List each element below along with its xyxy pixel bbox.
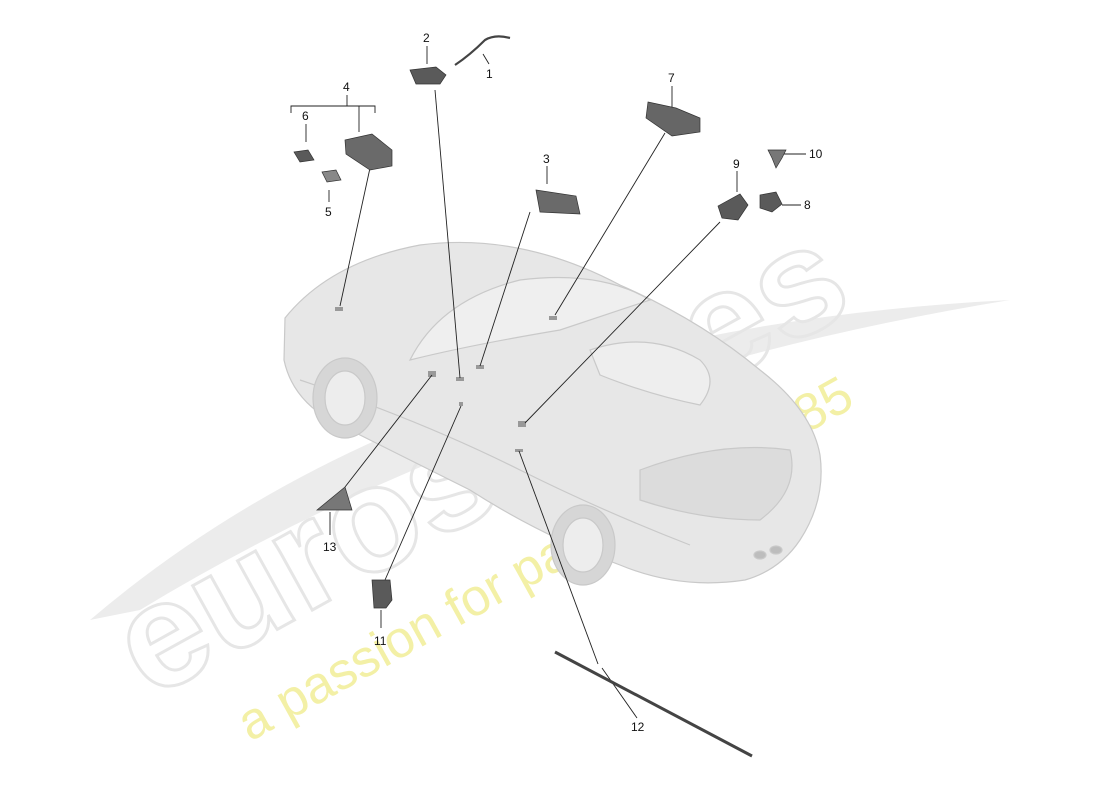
mount-point-3	[476, 365, 484, 369]
callout-3: 3	[543, 152, 550, 166]
callout-5: 5	[325, 205, 332, 219]
mount-point-9	[518, 421, 526, 427]
part-11-sensor	[371, 579, 393, 609]
part-13-trim	[316, 486, 353, 511]
leader-11-long	[384, 405, 462, 581]
part-6-clip	[293, 149, 315, 163]
leader-3-long	[479, 211, 531, 367]
leader-4-bracket	[290, 105, 376, 113]
mount-point-7	[549, 316, 557, 320]
exhaust-left	[753, 550, 767, 560]
part-7-module	[645, 101, 701, 137]
part-5-cover	[321, 169, 342, 183]
callout-9: 9	[733, 157, 740, 171]
car-body	[283, 241, 822, 586]
leader-12-long	[518, 450, 599, 665]
leader-4-long	[339, 167, 371, 307]
part-3-lamp	[535, 189, 581, 215]
mount-points	[335, 307, 557, 452]
mount-point-13	[428, 371, 436, 377]
car-rear-window	[589, 341, 711, 406]
callout-12: 12	[631, 720, 645, 734]
front-wheel-rim	[324, 370, 366, 426]
leader-2-long	[434, 89, 461, 379]
callout-4: 4	[343, 80, 350, 94]
parts	[293, 35, 787, 758]
callout-1: 1	[486, 67, 493, 81]
mount-point-11	[459, 402, 463, 406]
exhaust-right	[769, 545, 783, 555]
part-8-bracket	[759, 191, 783, 213]
leader-13-long	[344, 374, 433, 488]
leader-1	[482, 53, 490, 65]
part-2-switch	[409, 66, 447, 85]
leader-9-long	[524, 221, 721, 424]
callout-10: 10	[809, 147, 823, 161]
callout-13: 13	[323, 540, 337, 554]
car-windshield	[408, 276, 652, 361]
leader-12	[601, 667, 638, 719]
mount-point-2	[456, 377, 464, 381]
leader-7-long	[554, 132, 666, 316]
callout-6: 6	[302, 109, 309, 123]
car-rear-deck	[639, 446, 793, 521]
part-4-handle-housing	[344, 133, 393, 171]
callout-8: 8	[804, 198, 811, 212]
rear-wheel-rim	[562, 517, 604, 573]
leader-lines	[290, 46, 806, 719]
part-1-cable	[454, 35, 511, 66]
mount-point-4	[335, 307, 343, 311]
part-9-bracket	[717, 193, 749, 221]
callout-7: 7	[668, 71, 675, 85]
part-10-screw	[767, 149, 787, 169]
callout-11: 11	[374, 634, 387, 648]
mount-point-12	[515, 449, 523, 452]
callout-2: 2	[423, 31, 430, 45]
part-12-seal-strip	[554, 650, 753, 758]
